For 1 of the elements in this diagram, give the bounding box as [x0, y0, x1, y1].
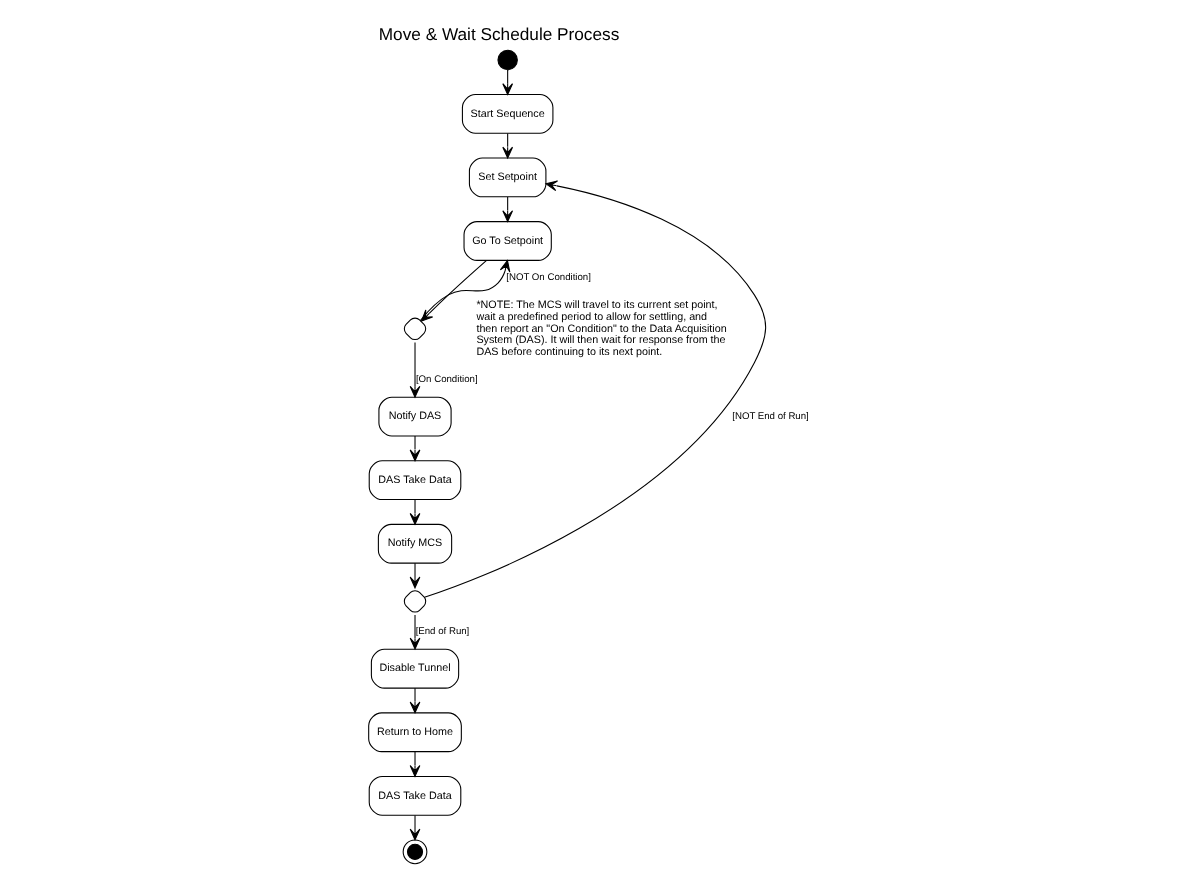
diagram-title: Move & Wait Schedule Process: [378, 23, 620, 44]
